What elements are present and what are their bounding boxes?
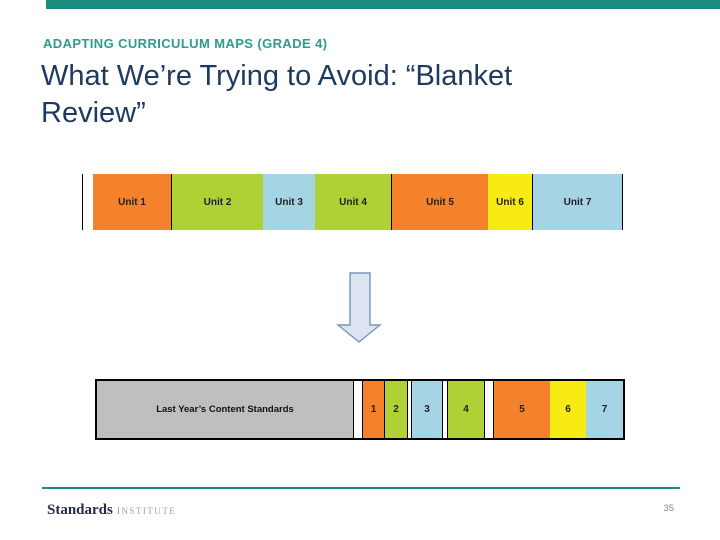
slide-title-line2: Review” (41, 97, 146, 129)
unit-label: Unit 7 (563, 196, 592, 208)
unit-label: Unit 2 (203, 196, 232, 208)
unit-segment-1: Unit 1 (93, 174, 172, 230)
units-bar-left-edge (82, 174, 93, 230)
standards-segment-7: 7 (586, 381, 623, 438)
unit-label: Unit 5 (426, 196, 454, 208)
down-arrow-shape (336, 272, 382, 343)
unit-segment-6: Unit 6 (488, 174, 533, 230)
down-arrow (336, 271, 382, 345)
segment-number: 3 (424, 404, 430, 415)
slide-title: What We’re Trying to Avoid: “Blanket Rev… (41, 58, 641, 132)
units-bar: Unit 1 Unit 2 Unit 3 Unit 4 Unit 5 Unit … (82, 174, 623, 230)
segment-number: 5 (519, 404, 525, 415)
bar-gap (408, 381, 411, 438)
segment-number: 4 (463, 404, 469, 415)
segment-number: 2 (393, 404, 399, 415)
unit-segment-2: Unit 2 (172, 174, 263, 230)
unit-label: Unit 3 (275, 196, 303, 208)
last-year-standards-label: Last Year’s Content Standards (156, 404, 294, 415)
bar-gap (443, 381, 447, 438)
slide-title-line1: What We’re Trying to Avoid: “Blanket (41, 60, 513, 92)
standards-segment-6: 6 (550, 381, 586, 438)
unit-label: Unit 4 (339, 196, 367, 208)
segment-number: 6 (565, 404, 571, 415)
logo-secondary-text: INSTITUTE (116, 507, 177, 517)
last-year-standards-box: Last Year’s Content Standards (97, 381, 354, 438)
unit-label: Unit 6 (496, 196, 524, 208)
down-arrow-icon (336, 272, 382, 343)
unit-segment-3: Unit 3 (263, 174, 315, 230)
slide-kicker: ADAPTING CURRICULUM MAPS (GRADE 4) (43, 36, 328, 51)
unit-segment-7: Unit 7 (533, 174, 623, 230)
segment-number: 7 (601, 404, 608, 415)
bar-gap (354, 381, 362, 438)
segment-number: 1 (370, 404, 377, 415)
page-number: 35 (663, 503, 674, 514)
unit-segment-5: Unit 5 (392, 174, 488, 230)
standards-bar: Last Year’s Content Standards 1 2 3 4 5 … (95, 379, 625, 440)
standards-segment-1: 1 (362, 381, 385, 438)
unit-label: Unit 1 (118, 196, 146, 208)
standards-segment-4: 4 (447, 381, 485, 438)
standards-segment-5: 5 (493, 381, 550, 438)
bar-gap (485, 381, 493, 438)
standards-segment-3: 3 (411, 381, 443, 438)
standards-segment-2: 2 (385, 381, 408, 438)
logo-primary-text: Standards (47, 502, 113, 518)
footer-divider-line (42, 487, 680, 489)
top-accent-bar (46, 0, 720, 9)
unit-segment-4: Unit 4 (315, 174, 392, 230)
